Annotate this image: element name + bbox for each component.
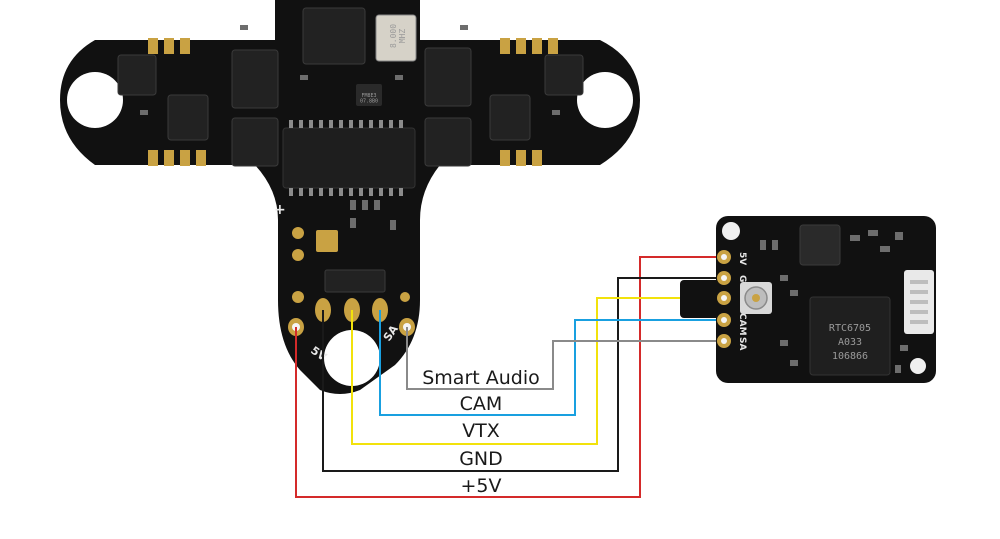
fc-mount-hole-right — [577, 72, 633, 128]
vtx-chip-line2: A033 — [838, 337, 862, 348]
vtx-silk-cam: CAM — [737, 313, 747, 336]
ufl-connector — [740, 282, 772, 314]
fc-mount-hole-left — [67, 72, 123, 128]
vtx-mount-hole-br — [910, 358, 926, 374]
label-gnd: GND — [459, 448, 503, 470]
fc-main-chip-pins — [289, 120, 403, 196]
vtx-mount-hole-tl — [722, 222, 740, 240]
vtx-silk-5v: 5V — [737, 252, 747, 265]
vtx-silk-g: G — [737, 275, 747, 282]
fc-main-chip — [282, 127, 416, 189]
wire-smart-audio — [406, 327, 722, 390]
wire-cam — [379, 310, 722, 416]
wire-vtx — [351, 297, 722, 445]
vtx-chip-line3: 106866 — [832, 351, 868, 362]
fc-silk-plus: + — [274, 202, 286, 218]
vtx-small-chip — [799, 224, 841, 266]
label-cam: CAM — [460, 393, 503, 415]
vtx-pins — [717, 250, 731, 348]
vtx-chip-line1: RTC6705 — [829, 323, 871, 334]
wire-5v — [295, 256, 722, 498]
label-smart-audio: Smart Audio — [422, 367, 540, 389]
vtx-silk-sa: SA — [737, 337, 747, 350]
vtx-smd-components — [760, 230, 908, 373]
fc-driver-chips — [117, 7, 584, 293]
wire-labels: Smart Audio CAM VTX GND +5V — [422, 367, 540, 497]
label-5v: +5V — [460, 475, 501, 497]
vtx-main-chip — [809, 296, 891, 376]
fc-smd-components — [140, 25, 560, 230]
fc-crystal — [375, 14, 417, 62]
fc-motor-pads — [148, 38, 558, 252]
wires — [295, 256, 722, 498]
vtx-side-connector — [904, 270, 934, 334]
label-vtx: VTX — [462, 420, 500, 442]
vtx-board: 5V G VTX CAM SA RTC6705 A033 106866 — [680, 216, 936, 383]
fc-small-pads — [292, 227, 410, 303]
wire-gnd — [322, 277, 722, 472]
fc-crystal-label: 8.000MHZ — [389, 24, 407, 48]
fc-small-chip — [356, 84, 382, 106]
